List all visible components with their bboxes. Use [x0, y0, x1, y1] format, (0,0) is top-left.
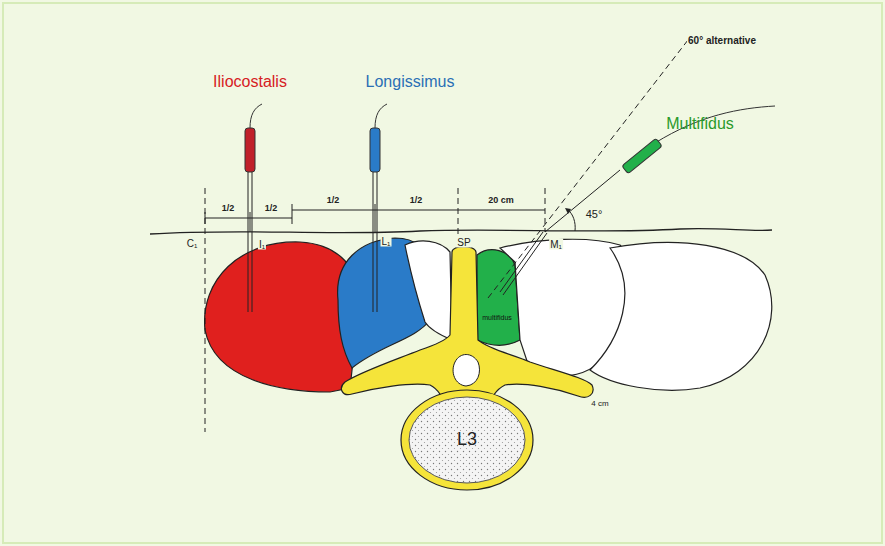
dimension: 1/2: [409, 196, 424, 206]
dimension: 1/2: [264, 204, 279, 214]
dimension: 20 cm: [487, 196, 515, 206]
dimension: 1/2: [221, 204, 236, 214]
dimension: 1/2: [326, 196, 341, 206]
angle-label: 45°: [585, 208, 604, 220]
muscle-name: Longissimus: [366, 73, 455, 91]
dimension: 4 cm: [590, 400, 609, 409]
muscle-name: Multifidus: [666, 115, 734, 133]
point-label: SP: [456, 237, 471, 248]
point-label: I₁: [258, 239, 266, 250]
vertebra-label: L3: [457, 430, 477, 450]
point-label: C₁: [186, 238, 199, 249]
angle-label: 60° alternative: [687, 35, 757, 46]
point-label: M₁: [549, 239, 563, 250]
point-label: L₁: [381, 236, 392, 247]
muscle-name: Iliocostalis: [213, 73, 287, 91]
muscle-name: multifidus: [482, 314, 512, 322]
